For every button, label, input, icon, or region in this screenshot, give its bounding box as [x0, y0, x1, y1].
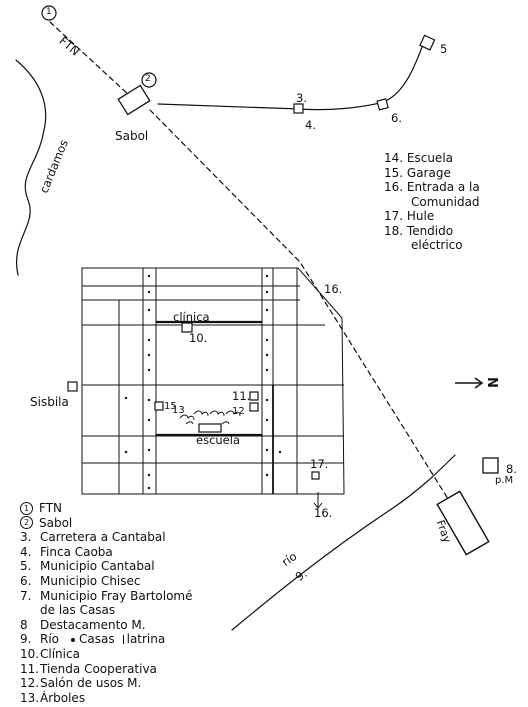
ftn-marker	[41, 5, 57, 21]
sabol-marker	[141, 72, 157, 88]
escuela-label: escuela	[196, 433, 240, 447]
municipio-cantabal	[419, 34, 436, 51]
legend-item: 3.Carretera a Cantabal	[20, 530, 166, 545]
sisbila-label: Sisbila	[30, 395, 69, 409]
label-3: 3.	[296, 91, 307, 105]
legend-circle-2: 2	[20, 516, 33, 530]
label-8: 8.	[506, 462, 517, 476]
finca-caoba	[293, 103, 304, 114]
sabol-marker-number: 2	[145, 74, 151, 84]
label-17: 17.	[310, 457, 329, 471]
pm-label: p.M	[495, 475, 514, 486]
label-11: 11.	[232, 389, 251, 403]
legend-right-item: Comunidad	[411, 194, 480, 209]
ftn-marker-number: 1	[46, 7, 52, 17]
legend-item: 13.Árboles	[20, 690, 86, 705]
casas-dot-icon	[71, 637, 76, 642]
label-4: 4.	[305, 118, 316, 132]
label-5: 5	[440, 42, 448, 56]
label-16b: 16.	[314, 506, 333, 520]
legend-right-item: eléctrico	[411, 238, 463, 252]
tienda-cooperativa	[249, 391, 259, 401]
legend-right-item: 15. Garage	[384, 165, 451, 180]
legend-item: 5.Municipio Cantabal	[20, 559, 155, 574]
legend-item: de las Casas	[40, 603, 116, 618]
sabol-label: Sabol	[115, 129, 149, 143]
label-12: 12	[232, 406, 245, 417]
north-label: N	[483, 377, 499, 388]
legend-item: 4.Finca Caoba	[20, 544, 113, 559]
latrina-mark-icon	[122, 635, 124, 645]
arboles-cluster	[179, 410, 241, 425]
salon-usos-multiples	[249, 402, 259, 412]
legend-right-item: 16. Entrada a la	[384, 180, 480, 194]
north-arrow-icon	[455, 377, 484, 389]
sisbila-building	[67, 381, 78, 392]
label-15: 15	[164, 401, 177, 412]
legend-circle-1: 1	[20, 501, 33, 515]
label-10: 10.	[189, 331, 208, 345]
legend-item: 7.Municipio Fray Bartolomé	[20, 588, 193, 603]
fray-building	[436, 490, 490, 556]
entrada-arrow	[313, 492, 323, 509]
destacamento-building	[482, 457, 499, 474]
label-6: 6.	[391, 111, 402, 125]
legend-right-item: 18. Tendido	[384, 223, 454, 238]
municipio-chisec	[376, 98, 389, 111]
legend-right-item: 17. Hule	[384, 209, 435, 223]
clinica-label: clínica	[173, 310, 210, 324]
legend-item: 11.Tienda Cooperativa	[20, 661, 157, 676]
cardamomo-river	[15, 59, 47, 276]
legend-item: 12.Salón de usos M.	[20, 676, 142, 691]
sabol-building	[117, 84, 151, 116]
legend-item: 6.Municipio Chisec	[20, 573, 141, 588]
road-to-fray	[149, 109, 456, 511]
escuela-building	[198, 423, 222, 433]
rio	[231, 454, 456, 631]
garage-building	[154, 401, 164, 411]
community-outline	[81, 267, 345, 495]
hule-marker	[311, 471, 320, 480]
legend-right: 14. Escuela 15. Garage 16. Entrada a la …	[384, 151, 480, 253]
label-13: 13	[172, 405, 185, 416]
label-16a: 16.	[324, 282, 343, 296]
legend-item: 10.Clínica	[20, 646, 80, 661]
ftn-road	[49, 21, 131, 97]
clinica-building	[181, 322, 193, 333]
legend-right-item: 14. Escuela	[384, 151, 454, 165]
casas-dots	[124, 274, 282, 490]
carretera-cantabal	[157, 41, 425, 111]
